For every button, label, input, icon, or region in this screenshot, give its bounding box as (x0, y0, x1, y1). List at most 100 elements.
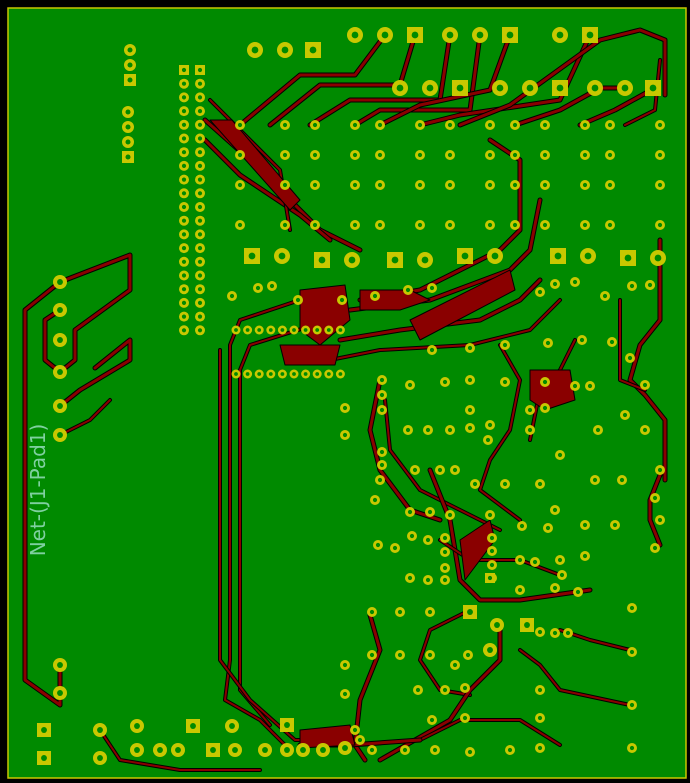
via (540, 150, 550, 160)
via (427, 283, 437, 293)
copper-zone (409, 269, 516, 341)
via (465, 375, 475, 385)
header-pin (179, 243, 189, 254)
via (400, 745, 410, 755)
via (627, 647, 637, 657)
connector-pad (472, 27, 488, 43)
via (605, 220, 615, 230)
via (340, 660, 350, 670)
via (627, 700, 637, 710)
bottom-pad (258, 743, 272, 757)
component-pad (463, 605, 477, 619)
header-pin (179, 229, 189, 240)
bottom-pad (225, 719, 239, 733)
via (235, 150, 245, 160)
via (450, 465, 460, 475)
header-pin (195, 92, 205, 103)
header-pin (195, 202, 205, 212)
bottom-pad (206, 743, 220, 757)
via (465, 343, 475, 353)
via (310, 120, 320, 130)
via (377, 460, 387, 470)
via (425, 650, 435, 660)
via (460, 683, 470, 693)
connector-pad (305, 42, 321, 58)
via (485, 510, 495, 520)
via (340, 689, 350, 699)
header-pin (195, 229, 205, 240)
via (377, 447, 387, 457)
via (435, 465, 445, 475)
header-pin (195, 119, 205, 130)
trace (647, 472, 663, 548)
bottom-pad (228, 743, 242, 757)
via (580, 551, 590, 561)
via (555, 555, 565, 565)
j1-pad (53, 428, 67, 442)
via (627, 603, 637, 613)
via (375, 120, 385, 130)
via (340, 403, 350, 413)
via (350, 150, 360, 160)
header-pin (179, 202, 189, 212)
connector-pad (502, 27, 518, 43)
via (465, 405, 475, 415)
via (570, 277, 580, 287)
component-pad (417, 252, 433, 268)
trace (518, 648, 632, 707)
header-pin (179, 119, 189, 130)
via (280, 120, 290, 130)
ic-pin (254, 369, 264, 379)
component-pad (650, 250, 666, 266)
via (367, 607, 377, 617)
via (485, 220, 495, 230)
via (543, 523, 553, 533)
via (407, 531, 417, 541)
via (610, 520, 620, 530)
via (655, 220, 665, 230)
j1-pad (53, 399, 67, 413)
connector-pad (617, 80, 633, 96)
via (517, 521, 527, 531)
connector-pad (347, 27, 363, 43)
via (375, 150, 385, 160)
connector-pad (522, 80, 538, 96)
trace (627, 237, 668, 483)
copper-zone (209, 119, 301, 211)
via (227, 291, 237, 301)
header-pin (195, 311, 205, 322)
bottom-pad (280, 718, 294, 732)
via (655, 180, 665, 190)
via (355, 735, 365, 745)
via (367, 745, 377, 755)
via (580, 150, 590, 160)
trace (57, 252, 133, 375)
trace (58, 398, 112, 437)
header-pin (195, 106, 205, 117)
via (440, 685, 450, 695)
via (450, 660, 460, 670)
via (535, 287, 545, 297)
header-pin (195, 243, 205, 254)
via (535, 713, 545, 723)
component-pad (487, 248, 503, 264)
trace (367, 377, 443, 523)
header-pad (122, 136, 134, 148)
via (570, 381, 580, 391)
via (580, 220, 590, 230)
header-pad (124, 59, 136, 71)
via (293, 295, 303, 305)
via (577, 335, 587, 345)
header-pad (122, 151, 134, 163)
via (415, 150, 425, 160)
via (505, 745, 515, 755)
via (440, 377, 450, 387)
via (367, 650, 377, 660)
via (585, 381, 595, 391)
via (377, 405, 387, 415)
via (650, 493, 660, 503)
via (410, 465, 420, 475)
header-pin (179, 325, 189, 336)
via (627, 743, 637, 753)
via (415, 180, 425, 190)
